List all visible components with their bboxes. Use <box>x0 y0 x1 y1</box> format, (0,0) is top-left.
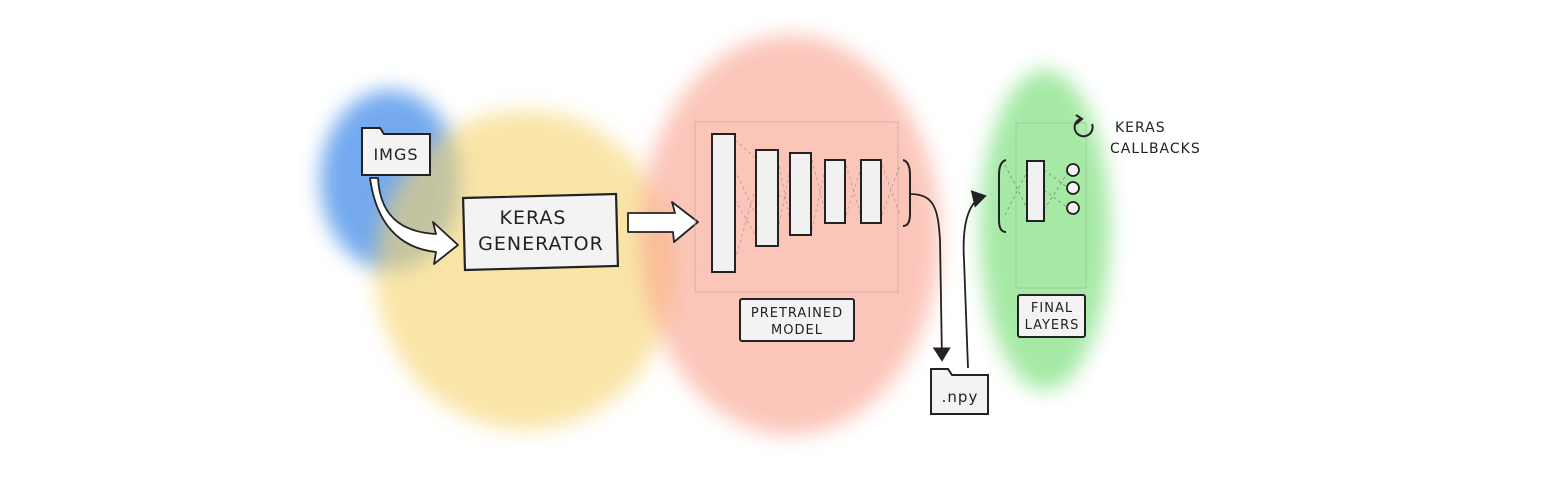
final-label-box: FINAL LAYERS <box>1017 294 1086 338</box>
edge-pretrained-npy <box>909 193 951 362</box>
npy-node: .npy <box>930 368 989 415</box>
generator-node: KERAS GENERATOR <box>461 192 620 272</box>
imgs-node: IMGS <box>361 127 431 176</box>
final-line1: FINAL <box>1031 301 1073 316</box>
generator-line1: KERAS <box>500 207 567 229</box>
layer-1 <box>711 133 736 273</box>
edge-generator-pretrained <box>627 201 699 243</box>
dense-layer <box>1026 160 1045 222</box>
output-node-2 <box>1066 181 1080 195</box>
layer-3 <box>789 152 812 236</box>
imgs-label: IMGS <box>373 145 418 164</box>
final-connections <box>1004 164 1069 216</box>
generator-line2: GENERATOR <box>478 233 604 255</box>
output-node-1 <box>1066 163 1080 177</box>
pretrained-frame <box>694 121 899 293</box>
edge-npy-final <box>962 190 987 369</box>
final-blob <box>980 70 1110 390</box>
edge-imgs-generator <box>369 177 459 265</box>
output-node-3 <box>1066 201 1080 215</box>
layer-2 <box>755 149 779 247</box>
layer-4 <box>824 159 846 224</box>
layer-5 <box>860 159 882 224</box>
npy-label: .npy <box>942 388 979 406</box>
final-frame <box>1015 122 1087 289</box>
callbacks-line1: KERAS <box>1115 120 1166 136</box>
input-bracket <box>998 159 1007 233</box>
final-line2: LAYERS <box>1025 318 1080 333</box>
callbacks-annotation: KERAS CALLBACKS <box>1073 114 1201 157</box>
callbacks-line2: CALLBACKS <box>1110 141 1201 157</box>
pretrained-network <box>694 121 911 293</box>
final-network <box>998 122 1087 289</box>
pretrained-line1: PRETRAINED <box>751 306 843 321</box>
generator-blob <box>375 110 675 430</box>
folder-icon <box>361 127 431 176</box>
pretrained-label-box: PRETRAINED MODEL <box>739 298 855 342</box>
pretrained-line2: MODEL <box>771 323 823 338</box>
folder-icon <box>930 368 989 415</box>
refresh-icon <box>1073 114 1094 138</box>
